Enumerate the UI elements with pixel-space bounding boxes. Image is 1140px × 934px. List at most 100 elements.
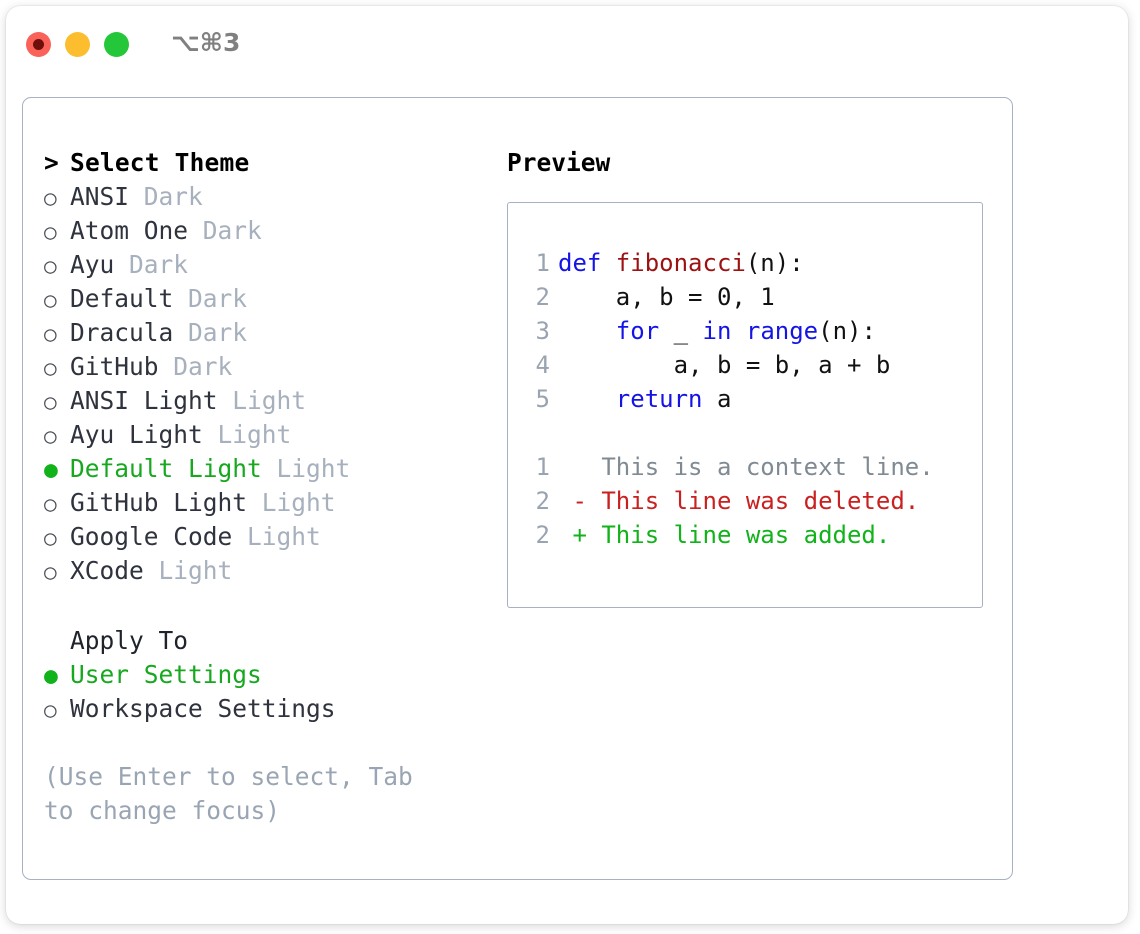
- app-window: ⌥⌘3 > Select Theme ○ ANSI Dark ○ Atom One Da…: [6, 6, 1128, 924]
- code-token: for: [615, 317, 660, 345]
- preview-title: Preview: [507, 148, 611, 177]
- radio-unselected-icon[interactable]: ○: [44, 526, 57, 550]
- theme-option-default-light[interactable]: ● Default Light Light: [44, 452, 484, 486]
- code-token: [558, 385, 616, 413]
- apply-to-section: Apply To ● User Settings ○ Workspace Settin…: [44, 624, 484, 726]
- theme-option-label: ANSI: [70, 182, 130, 211]
- minimize-window-button[interactable]: [65, 32, 90, 57]
- theme-category-label: Dark: [173, 318, 248, 347]
- theme-category-label: Dark: [114, 250, 189, 279]
- code-token: [731, 317, 745, 345]
- diff-line: 2 + This line was added.: [518, 518, 976, 552]
- code-token: (n):: [818, 317, 876, 345]
- code-token: a, b = b, a + b: [558, 351, 891, 379]
- theme-option-label: Dracula: [70, 318, 174, 347]
- line-number: 2: [535, 487, 550, 515]
- code-token: def: [558, 249, 616, 277]
- theme-option-github[interactable]: ○GitHub Dark: [44, 350, 484, 384]
- line-number: 2: [535, 521, 550, 549]
- theme-selector-panel: >Select Theme ○ANSI Dark○Atom One Dark○A…: [22, 97, 1013, 880]
- theme-option-ayu-light[interactable]: ○ Ayu Light Light: [44, 418, 484, 452]
- radio-selected-icon[interactable]: ●: [44, 457, 58, 483]
- code-token: _: [659, 317, 703, 345]
- theme-category-label: Light: [217, 386, 307, 415]
- code-token: return: [615, 385, 703, 413]
- code-line: 3 for _ in range(n):: [518, 314, 976, 348]
- apply-to-option-list[interactable]: ● User Settings ○ Workspace Settings: [44, 658, 484, 726]
- radio-unselected-icon[interactable]: ○: [44, 390, 57, 414]
- theme-category-label: Dark: [129, 182, 203, 211]
- theme-option-label: ANSI Light: [70, 386, 218, 415]
- code-token: in: [702, 317, 732, 345]
- apply-to-option-workspace-settings[interactable]: ○ Workspace Settings: [44, 692, 484, 726]
- theme-option-default[interactable]: ○ Default Dark: [44, 282, 484, 316]
- theme-option-github-light[interactable]: ○ GitHub Light Light: [44, 486, 484, 520]
- theme-category-label: Light: [202, 420, 292, 449]
- maximize-window-button[interactable]: [104, 32, 129, 57]
- theme-option-ayu[interactable]: ○ Ayu Dark: [44, 248, 484, 282]
- code-token: (n):: [745, 249, 804, 277]
- theme-option-ansi[interactable]: ○ ANSI Dark: [44, 180, 484, 214]
- theme-option-label: Google Code: [70, 522, 233, 551]
- radio-unselected-icon[interactable]: ○: [44, 322, 57, 346]
- theme-list-column: >Select Theme ○ANSI Dark○Atom One Dark○A…: [44, 146, 484, 828]
- radio-unselected-icon[interactable]: ○: [44, 288, 57, 312]
- diff-line: 1 This is a context line.: [518, 450, 976, 484]
- theme-option-dracula[interactable]: ○ Dracula Dark: [44, 316, 484, 350]
- code-token: a, b = 0, 1: [558, 283, 775, 311]
- code-token: fibonacci: [615, 249, 746, 277]
- theme-option-label: Atom One: [70, 216, 189, 245]
- apply-to-heading: Apply To: [70, 626, 189, 655]
- line-number: 5: [535, 385, 550, 413]
- line-number: 2: [535, 283, 550, 311]
- theme-category-label: Light: [143, 556, 233, 585]
- theme-category-label: Light: [247, 488, 336, 517]
- theme-option-label: Ayu Light: [70, 420, 203, 449]
- theme-option-list[interactable]: ○ ANSI Dark ○ Atom One Dark ○ Ayu Dark ○ Defaul…: [44, 180, 484, 588]
- caret-icon: >: [44, 148, 59, 177]
- theme-category-label: Light: [261, 454, 351, 483]
- radio-selected-icon[interactable]: ●: [44, 663, 58, 689]
- code-line: 2 a, b = 0, 1: [518, 280, 976, 314]
- radio-unselected-icon[interactable]: ○: [44, 698, 57, 722]
- code-token: a: [702, 385, 732, 413]
- radio-unselected-icon[interactable]: ○: [44, 186, 57, 210]
- code-token: - This line was deleted.: [558, 487, 920, 515]
- theme-option-xcode[interactable]: ○ XCode Light: [44, 554, 484, 588]
- radio-unselected-icon[interactable]: ○: [44, 424, 57, 448]
- line-number: 3: [535, 317, 550, 345]
- radio-unselected-icon[interactable]: ○: [44, 220, 57, 244]
- theme-option-google-code[interactable]: ○Google Code Light: [44, 520, 484, 554]
- theme-option-label: GitHub Light: [70, 488, 248, 517]
- page-title: Select Theme: [70, 148, 250, 177]
- close-window-button[interactable]: [26, 32, 51, 57]
- theme-option-label: Default Light: [70, 454, 262, 483]
- theme-option-label: Ayu: [70, 250, 115, 279]
- line-number: 1: [535, 453, 550, 481]
- radio-unselected-icon[interactable]: ○: [44, 492, 57, 516]
- theme-option-ansi-light[interactable]: ○ ANSI Light Light: [44, 384, 484, 418]
- code-line: 1 def fibonacci(n):: [518, 246, 976, 280]
- theme-option-label: Default: [70, 284, 174, 313]
- theme-option-atom-one[interactable]: ○Atom One Dark: [44, 214, 484, 248]
- apply-to-option-label: Workspace Settings: [70, 694, 336, 723]
- line-number: 1: [535, 249, 550, 277]
- apply-to-option-user-settings[interactable]: ● User Settings: [44, 658, 484, 692]
- help-hint-text: (Use Enter to select, Tab to change focu…: [44, 762, 413, 825]
- theme-category-label: Dark: [158, 352, 233, 381]
- code-token: [558, 317, 616, 345]
- code-token: + This line was added.: [558, 521, 891, 549]
- title-bar: ⌥⌘3: [6, 6, 1128, 82]
- radio-unselected-icon[interactable]: ○: [44, 254, 57, 278]
- theme-category-label: Dark: [173, 284, 248, 313]
- theme-option-label: XCode: [70, 556, 144, 585]
- theme-list-heading: > Select Theme: [44, 146, 484, 180]
- radio-unselected-icon[interactable]: ○: [44, 560, 57, 584]
- radio-unselected-icon[interactable]: ○: [44, 356, 57, 380]
- line-number: 4: [535, 351, 550, 379]
- code-spacer: [518, 416, 976, 450]
- apply-to-option-label: User Settings: [70, 660, 262, 689]
